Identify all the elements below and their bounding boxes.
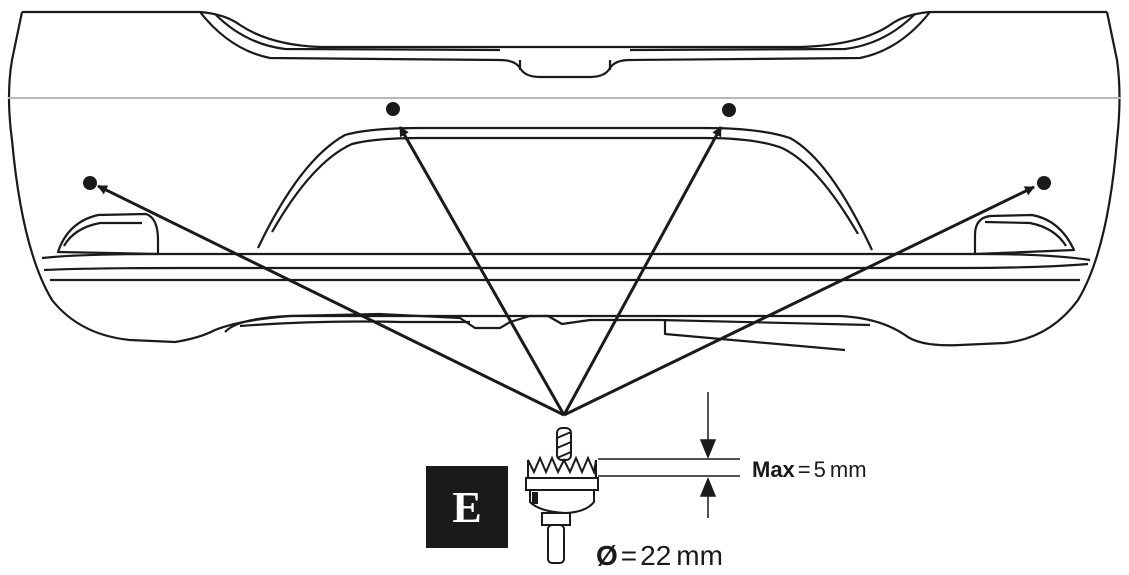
arrow-to-center-right [562,126,723,416]
pointer-arrows [97,126,1035,417]
bumper-top-edge [22,10,1107,49]
underside-detail-3 [663,320,846,352]
step-badge-box [426,466,508,548]
drill-point-far-right [1037,176,1051,190]
lower-lip-line-1 [41,252,1091,262]
saw-shank [547,524,565,564]
saw-arbor [541,512,571,526]
arrow-to-center-left [398,126,566,416]
license-recess-inner [214,13,916,52]
left-reflector [56,212,160,256]
drill-point-center-right [722,103,736,117]
saw-cup [525,477,599,491]
hole-saw-icon [525,427,599,564]
depth-dimension [598,392,740,518]
left-reflector-inner [63,221,142,247]
drill-point-far-left [83,176,97,190]
drill-point-center-left [386,102,400,116]
drill-points [83,102,1051,190]
saw-teeth [527,455,597,479]
step-badge: E [426,466,508,548]
right-reflector [973,213,1076,256]
diffuser-arch-outer [257,126,873,251]
drill-bit-flutes [556,431,572,459]
license-recess-outer [199,11,931,79]
tow-notch [518,60,612,70]
diffuser-arch-inner [271,136,859,235]
underside-detail-1 [224,312,871,333]
underside-detail-2 [239,320,470,328]
depth-arrow-down [699,439,717,459]
saw-body-shade [532,492,538,504]
rear-bumper [7,10,1121,352]
arrow-to-far-left [97,184,565,417]
right-reflector-inner [984,220,1067,247]
bumper-outer-outline [7,11,1121,347]
depth-arrow-up [699,477,717,497]
saw-body [529,489,595,515]
step-badge-letter: E [452,483,481,532]
arrow-to-far-right [563,185,1035,417]
lower-lip-line-2 [43,262,1089,272]
